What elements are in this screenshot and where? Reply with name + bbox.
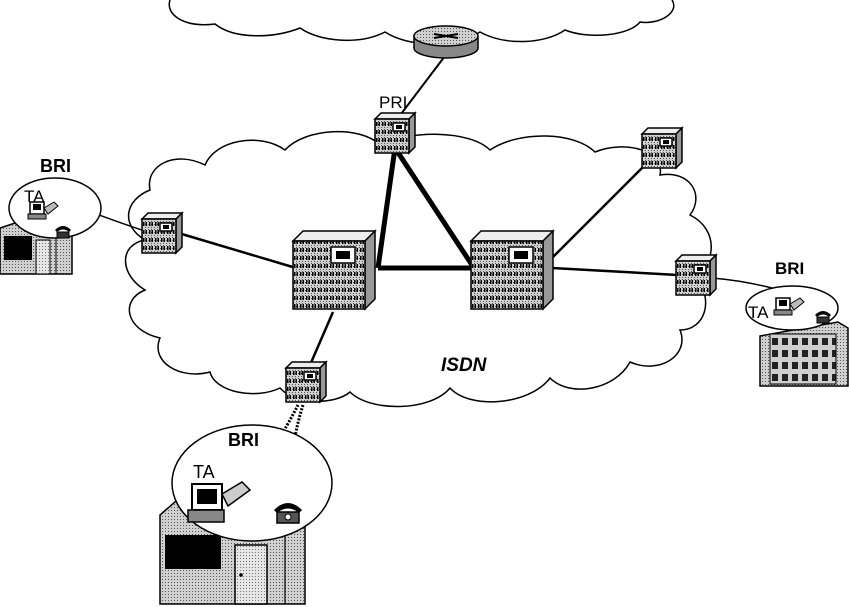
left-central-switch-icon (292, 230, 376, 310)
pri-switch-icon (374, 112, 416, 154)
ta-label-right: TA (748, 303, 769, 322)
bottom-ta-icon (187, 481, 252, 523)
left-access-switch-icon (141, 212, 183, 254)
ta-label-bottom: TA (193, 462, 215, 482)
pri-label: PRI (379, 93, 407, 112)
isdn-network-label: ISDN (441, 355, 488, 376)
top-right-switch-icon (641, 127, 683, 169)
bottom-phone-icon (274, 503, 302, 524)
bri-label-left: BRI (40, 156, 71, 176)
right-access-switch-icon (675, 254, 717, 296)
bottom-access-switch-icon (285, 361, 327, 403)
right-bri-ellipse (745, 285, 839, 331)
right-building-icon (759, 321, 849, 387)
bri-label-right: BRI (775, 259, 804, 278)
router-icon (413, 25, 479, 59)
ta-label-left: TA (24, 187, 45, 206)
right-central-switch-icon (470, 230, 554, 310)
bri-label-bottom: BRI (228, 430, 259, 450)
